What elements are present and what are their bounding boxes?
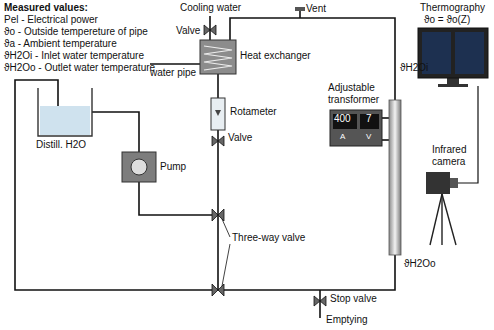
component-node: Adjustable transformer400A7V (330, 110, 382, 146)
component-node: Pump (122, 152, 156, 182)
component-label: Thermography (420, 2, 485, 14)
annotation-label: ϑH2Oi (400, 62, 428, 74)
component-symbol (200, 40, 236, 74)
component-label: ϑo = ϑo(Z) (424, 14, 470, 26)
component-label: A (340, 132, 345, 142)
annotation-label: ϑH2Oo (404, 258, 436, 270)
component-label: Infrared camera (432, 144, 488, 168)
component-label: Rotameter (230, 106, 277, 118)
component-label: Distill. H2O (36, 139, 86, 151)
component-node: Infrared camera (426, 172, 458, 194)
annotation-label: Three-way valve (232, 232, 305, 244)
component-symbol (122, 152, 156, 182)
annotation-label: Valve (228, 132, 252, 144)
component-node: Thermographyϑo = ϑo(Z) (418, 28, 488, 78)
pipe-connector (218, 74, 219, 98)
component-symbol (211, 98, 225, 130)
annotation-label: Valve (176, 25, 200, 37)
component-label: Pump (160, 161, 186, 173)
annotation-label: Pel - Electrical power (4, 14, 98, 26)
annotation-label: Cooling water (180, 2, 241, 14)
annotation-label: Emptying (326, 314, 368, 326)
annotation-label: water pipe (150, 67, 196, 79)
legend-heading: Measured values: (4, 2, 88, 14)
component-symbol (426, 172, 458, 194)
component-symbol (38, 88, 92, 136)
pipe-line (217, 74, 219, 98)
annotation-label: Vent (306, 3, 326, 15)
component-label: 7 (366, 113, 372, 125)
component-node: Rotameter (211, 98, 225, 130)
component-label: Adjustable transformer (328, 82, 386, 106)
component-label: Heat exchanger (240, 50, 311, 62)
component-symbol (418, 28, 488, 78)
annotation-label: ϑa - Ambient temperature (4, 38, 117, 50)
component-node: Distill. H2O (38, 88, 92, 136)
annotation-label: ϑo - Outside tempereture of pipe (4, 26, 148, 38)
annotation-label: ϑH2Oi - Inlet water temperature (4, 50, 144, 62)
component-label: V (366, 132, 371, 142)
pipe-line (92, 112, 139, 152)
annotation-label: ϑH2Oo - Outlet water temperature (4, 62, 155, 74)
component-node: Heat exchanger (200, 40, 236, 74)
component-label: 400 (334, 113, 351, 125)
annotation-label: Stop valve (330, 293, 377, 305)
pipe-connector (92, 112, 139, 152)
